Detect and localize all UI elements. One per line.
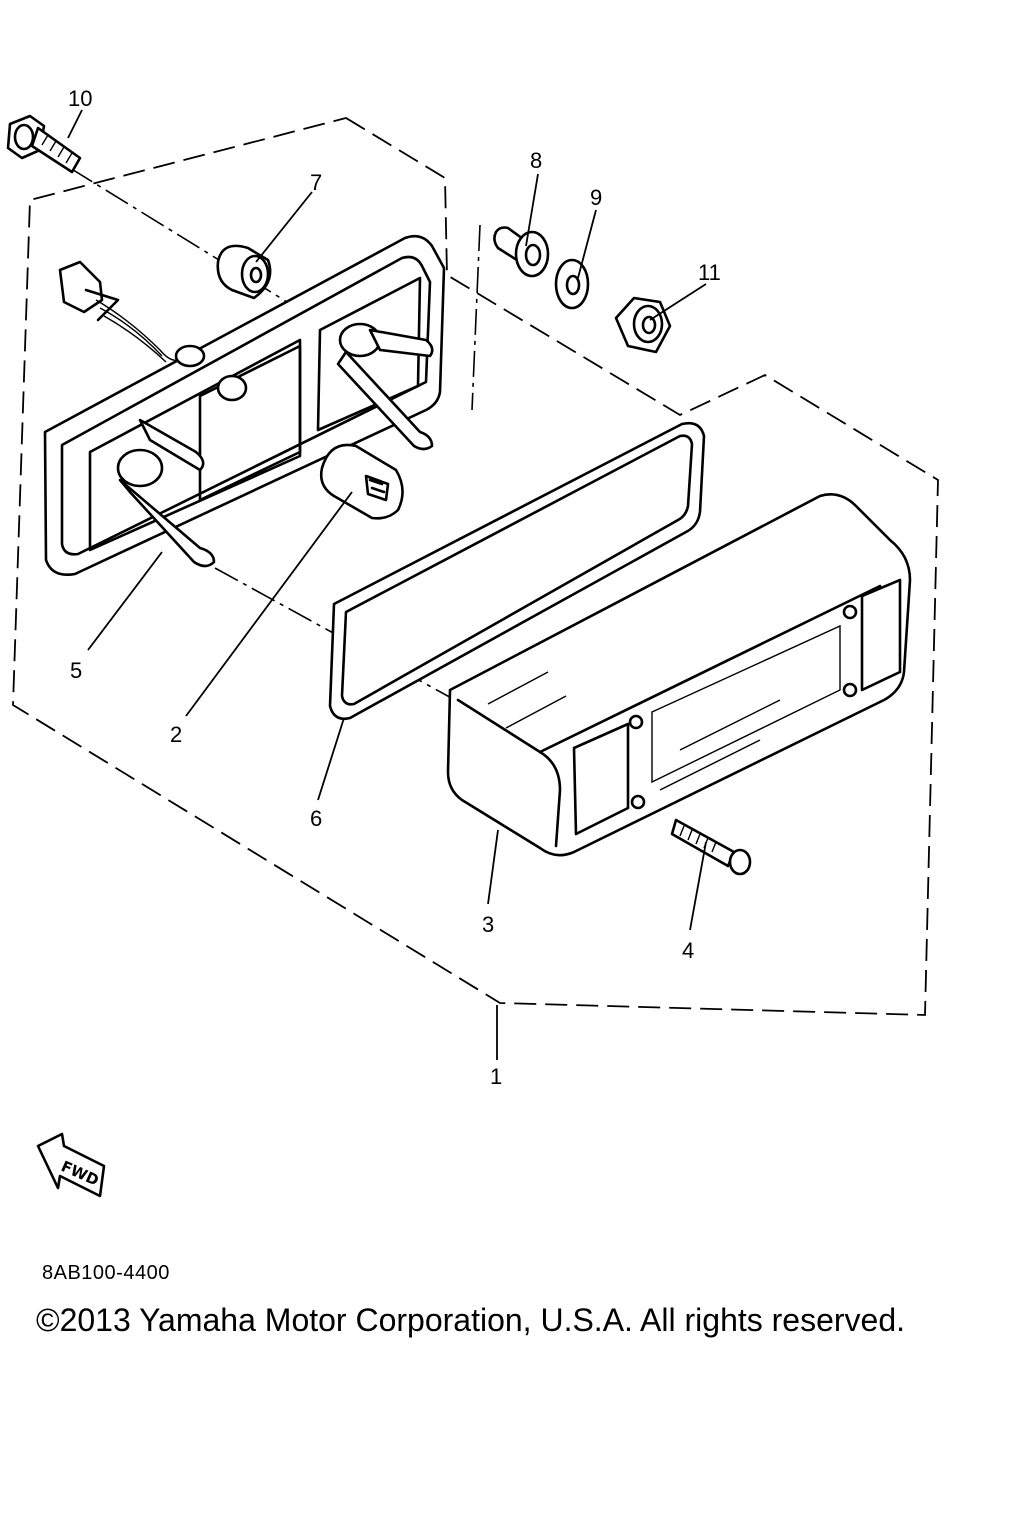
callout-9: 9 [590, 185, 602, 210]
leader-9 [577, 209, 597, 279]
callout-7: 7 [310, 170, 322, 195]
leader-3 [487, 829, 499, 905]
callout-5: 5 [70, 658, 82, 683]
collar-part-8 [493, 226, 550, 278]
callout-6: 6 [310, 806, 322, 831]
bolt-part-10 [6, 114, 82, 174]
fwd-arrow-icon: FWD [36, 1132, 106, 1198]
callout-1: 1 [490, 1064, 502, 1089]
callout-10: 10 [68, 86, 92, 111]
leader-4 [689, 841, 707, 931]
callout-3: 3 [482, 912, 494, 937]
leader-2 [185, 491, 353, 717]
callout-8: 8 [530, 148, 542, 173]
leader-5 [87, 551, 163, 651]
leader-11 [649, 283, 707, 321]
leader-8 [525, 173, 539, 247]
leader-10 [67, 109, 83, 139]
leader-7 [255, 191, 313, 263]
callout-2: 2 [170, 722, 182, 747]
lens-part-3 [446, 493, 912, 857]
nut-part-11 [614, 296, 672, 354]
gasket-part-6 [328, 421, 706, 721]
catalog-code: 8AB100-4400 [42, 1262, 170, 1284]
callout-11: 11 [698, 260, 721, 285]
callout-4: 4 [682, 938, 694, 963]
screw-part-4 [670, 818, 752, 876]
lamp-housing [43, 234, 446, 576]
washer-part-9 [554, 258, 590, 310]
bulb-part-2 [319, 443, 404, 520]
stud-centerline [471, 224, 481, 411]
grommet-part-7 [216, 244, 272, 300]
leader-6 [317, 717, 345, 801]
copyright-notice: ©2013 Yamaha Motor Corporation, U.S.A. A… [36, 1302, 906, 1338]
assembly-boundary [12, 117, 939, 1016]
